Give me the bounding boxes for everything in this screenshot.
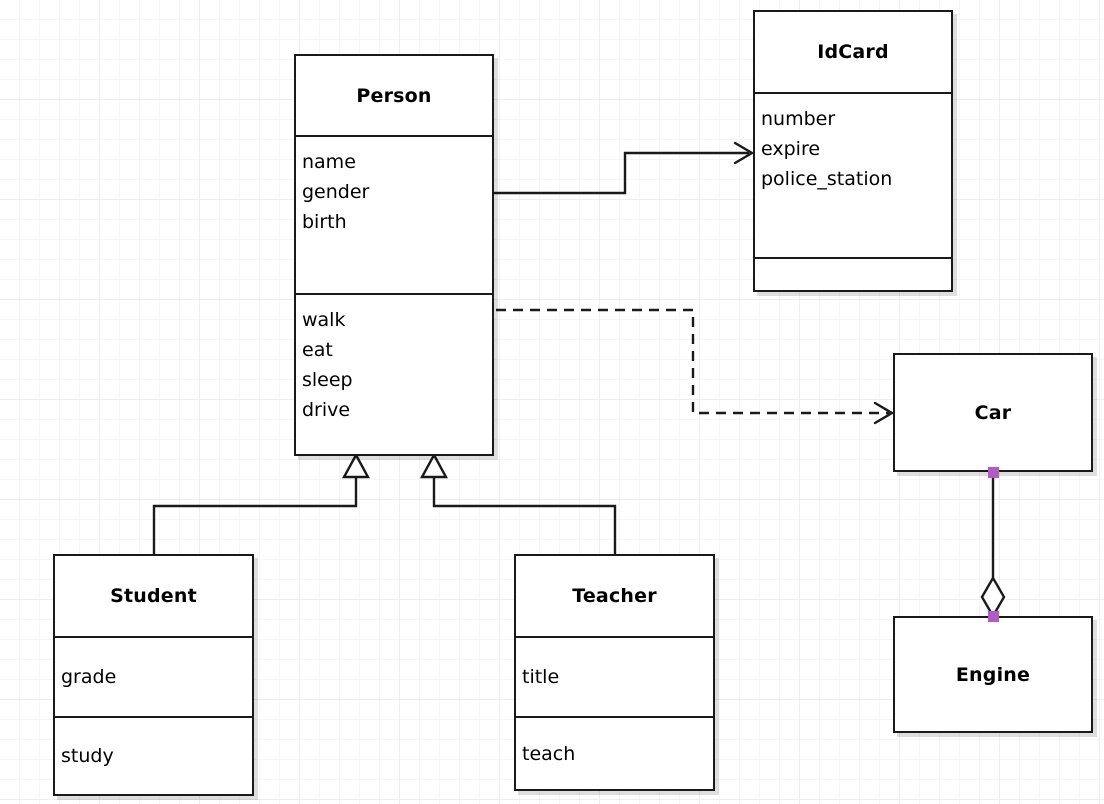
uml-class-student[interactable]: Student grade study [53, 554, 254, 796]
uml-class-engine[interactable]: Engine [893, 616, 1093, 733]
attribute-item: name [302, 151, 356, 173]
association-person-idcard[interactable] [494, 141, 755, 195]
aggregation-car-engine[interactable] [980, 472, 1006, 619]
class-attributes-person: name gender birth [296, 135, 492, 293]
method-item: drive [302, 399, 351, 421]
attribute-item: expire [761, 138, 821, 160]
method-item: study [61, 745, 114, 767]
dependency-person-car[interactable] [496, 308, 895, 425]
class-attributes-idcard: number expire police_station [755, 92, 951, 257]
method-item: sleep [302, 369, 353, 391]
class-title-engine: Engine [955, 663, 1031, 686]
attribute-item: birth [302, 211, 347, 233]
attribute-item: grade [61, 666, 117, 688]
attribute-item: gender [302, 181, 370, 203]
uml-class-idcard[interactable]: IdCard number expire police_station [753, 10, 953, 292]
class-attributes-teacher: title [516, 636, 713, 716]
class-methods-person: walk eat sleep drive [296, 293, 492, 454]
uml-class-person[interactable]: Person name gender birth walk eat sleep … [294, 54, 494, 456]
uml-class-car[interactable]: Car [893, 353, 1093, 472]
class-title-teacher: Teacher [572, 585, 657, 607]
attribute-item: police_station [761, 168, 893, 190]
edge-handle-engine-end[interactable] [988, 611, 999, 622]
uml-class-teacher[interactable]: Teacher title teach [514, 554, 715, 791]
class-attributes-student: grade [55, 636, 252, 716]
class-title-person: Person [356, 84, 432, 107]
class-methods-student: study [55, 716, 252, 794]
class-title-idcard: IdCard [817, 41, 889, 63]
class-title-car: Car [974, 401, 1012, 424]
class-methods-idcard [755, 257, 951, 290]
method-item: teach [522, 742, 576, 765]
class-title-student: Student [110, 585, 197, 607]
generalization-teacher-person[interactable] [419, 452, 617, 554]
method-item: walk [302, 309, 346, 331]
attribute-item: number [761, 108, 836, 130]
attribute-item: title [522, 666, 560, 688]
edge-handle-car-end[interactable] [988, 467, 999, 478]
generalization-student-person[interactable] [152, 452, 371, 554]
class-methods-teacher: teach [516, 716, 713, 789]
method-item: eat [302, 339, 333, 361]
